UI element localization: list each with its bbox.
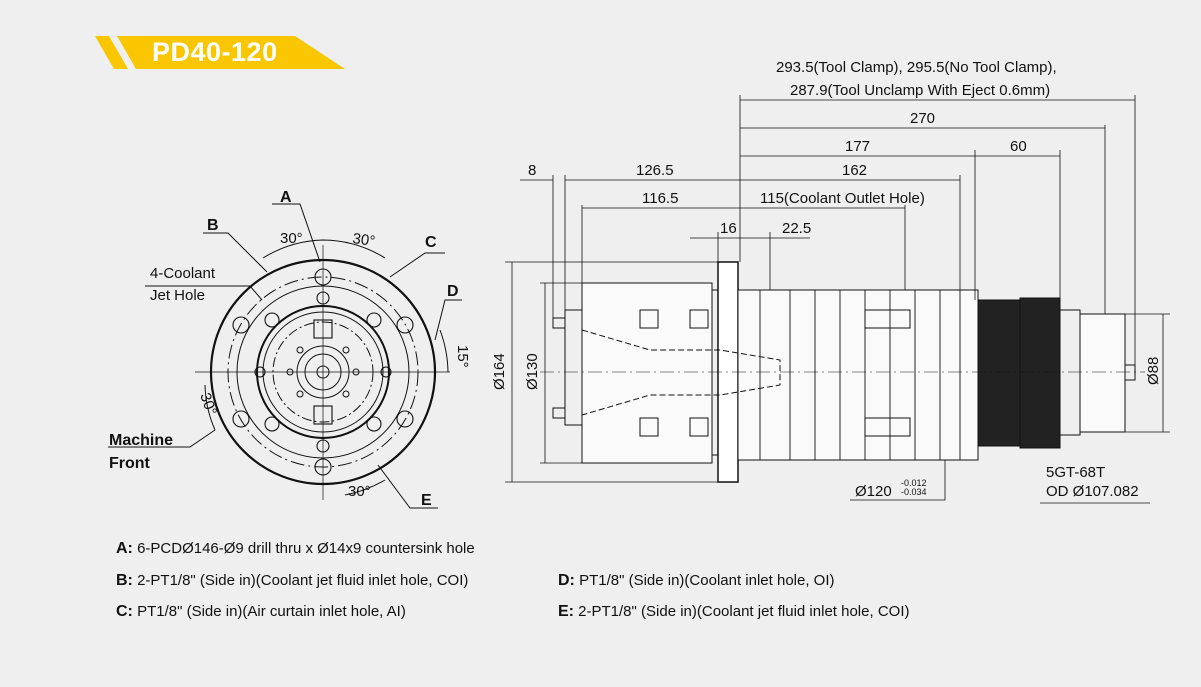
dim-126-5: 126.5 xyxy=(636,162,674,179)
legend-text: 2-PT1/8" (Side in)(Coolant jet fluid inl… xyxy=(578,603,910,620)
legend-text: PT1/8" (Side in)(Coolant inlet hole, OI) xyxy=(579,572,835,589)
label-b: B xyxy=(207,217,219,234)
machine-front-2: Front xyxy=(109,455,151,472)
bolt-holes xyxy=(232,268,414,476)
label-c: C xyxy=(425,234,437,251)
coolant-label-1: 4-Coolant xyxy=(150,265,216,282)
angle-left: 30° xyxy=(196,391,220,418)
dim-270: 270 xyxy=(910,110,935,127)
dim-177: 177 xyxy=(845,138,870,155)
angle-bottom: 30° xyxy=(348,483,371,500)
gear-spec-2: OD Ø107.082 xyxy=(1046,483,1139,500)
legend-key: B: xyxy=(116,572,133,589)
legend-a: A: 6-PCDØ146-Ø9 drill thru x Ø14x9 count… xyxy=(116,540,475,558)
dim-overall-1: 293.5(Tool Clamp), 295.5(No Tool Clamp), xyxy=(776,59,1057,76)
dim-16: 16 xyxy=(720,220,737,237)
label-a: A xyxy=(280,189,292,206)
angle-right: 15° xyxy=(454,345,471,368)
label-d: D xyxy=(447,283,459,300)
gear-spec-1: 5GT-68T xyxy=(1046,464,1105,481)
machine-front-1: Machine xyxy=(109,432,173,449)
side-view xyxy=(505,95,1170,504)
small-holes xyxy=(286,346,360,398)
angle-top-right: 30° xyxy=(351,230,376,250)
legend-b: B: 2-PT1/8" (Side in)(Coolant jet fluid … xyxy=(116,572,468,590)
dia-88: Ø88 xyxy=(1145,357,1162,385)
legend-key: A: xyxy=(116,540,133,557)
dim-8: 8 xyxy=(528,162,536,179)
legend-d: D: PT1/8" (Side in)(Coolant inlet hole, … xyxy=(558,572,835,590)
dim-22-5: 22.5 xyxy=(782,220,811,237)
spindle-grooves xyxy=(759,290,961,460)
tolerance-lower: -0.034 xyxy=(901,487,927,497)
dia-130: Ø130 xyxy=(524,353,541,390)
dim-116-5: 116.5 xyxy=(642,190,678,207)
legend-key: D: xyxy=(558,572,575,589)
front-view xyxy=(108,203,462,509)
dia-120: Ø120 xyxy=(855,483,892,500)
coolant-label-2: Jet Hole xyxy=(150,287,205,304)
model-title: PD40-120 xyxy=(152,37,278,67)
legend-key: E: xyxy=(558,603,574,620)
angle-top-left: 30° xyxy=(280,230,303,247)
dim-60: 60 xyxy=(1010,138,1027,155)
label-e: E xyxy=(421,492,432,509)
legend-text: 2-PT1/8" (Side in)(Coolant jet fluid inl… xyxy=(137,572,469,589)
tolerance-upper: -0.012 xyxy=(901,478,927,488)
legend-key: C: xyxy=(116,603,133,620)
legend-e: E: 2-PT1/8" (Side in)(Coolant jet fluid … xyxy=(558,603,909,621)
title-banner xyxy=(95,36,345,69)
dim-115-coolant-outlet: 115(Coolant Outlet Hole) xyxy=(760,190,925,207)
legend-text: PT1/8" (Side in)(Air curtain inlet hole,… xyxy=(137,603,406,620)
legend-c: C: PT1/8" (Side in)(Air curtain inlet ho… xyxy=(116,603,406,621)
dia-164: Ø164 xyxy=(491,353,508,390)
dim-overall-2: 287.9(Tool Unclamp With Eject 0.6mm) xyxy=(790,82,1050,99)
dim-162: 162 xyxy=(842,162,867,179)
legend-text: 6-PCDØ146-Ø9 drill thru x Ø14x9 counters… xyxy=(137,540,475,557)
